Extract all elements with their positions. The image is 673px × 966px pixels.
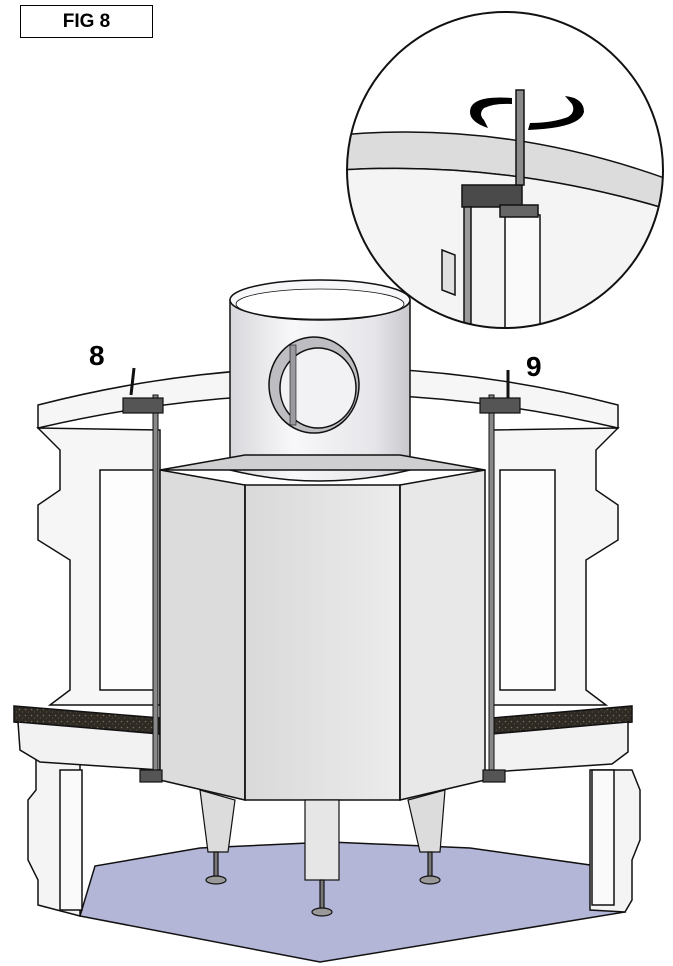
firebox-casing [159,454,486,801]
zoom-detail [346,11,664,329]
support-legs [199,789,446,917]
callout-label-9: 9 [526,351,542,382]
callout-label-8: 8 [89,340,105,371]
adjustment-brackets [122,367,521,783]
floor-plate [79,841,627,963]
flue-pipe [229,279,411,482]
rotation-arrows [470,96,584,130]
lower-surround [27,759,641,917]
surround-top [36,366,620,706]
figure-label: FIG 8 [20,5,153,38]
granite-hearth [13,705,633,773]
